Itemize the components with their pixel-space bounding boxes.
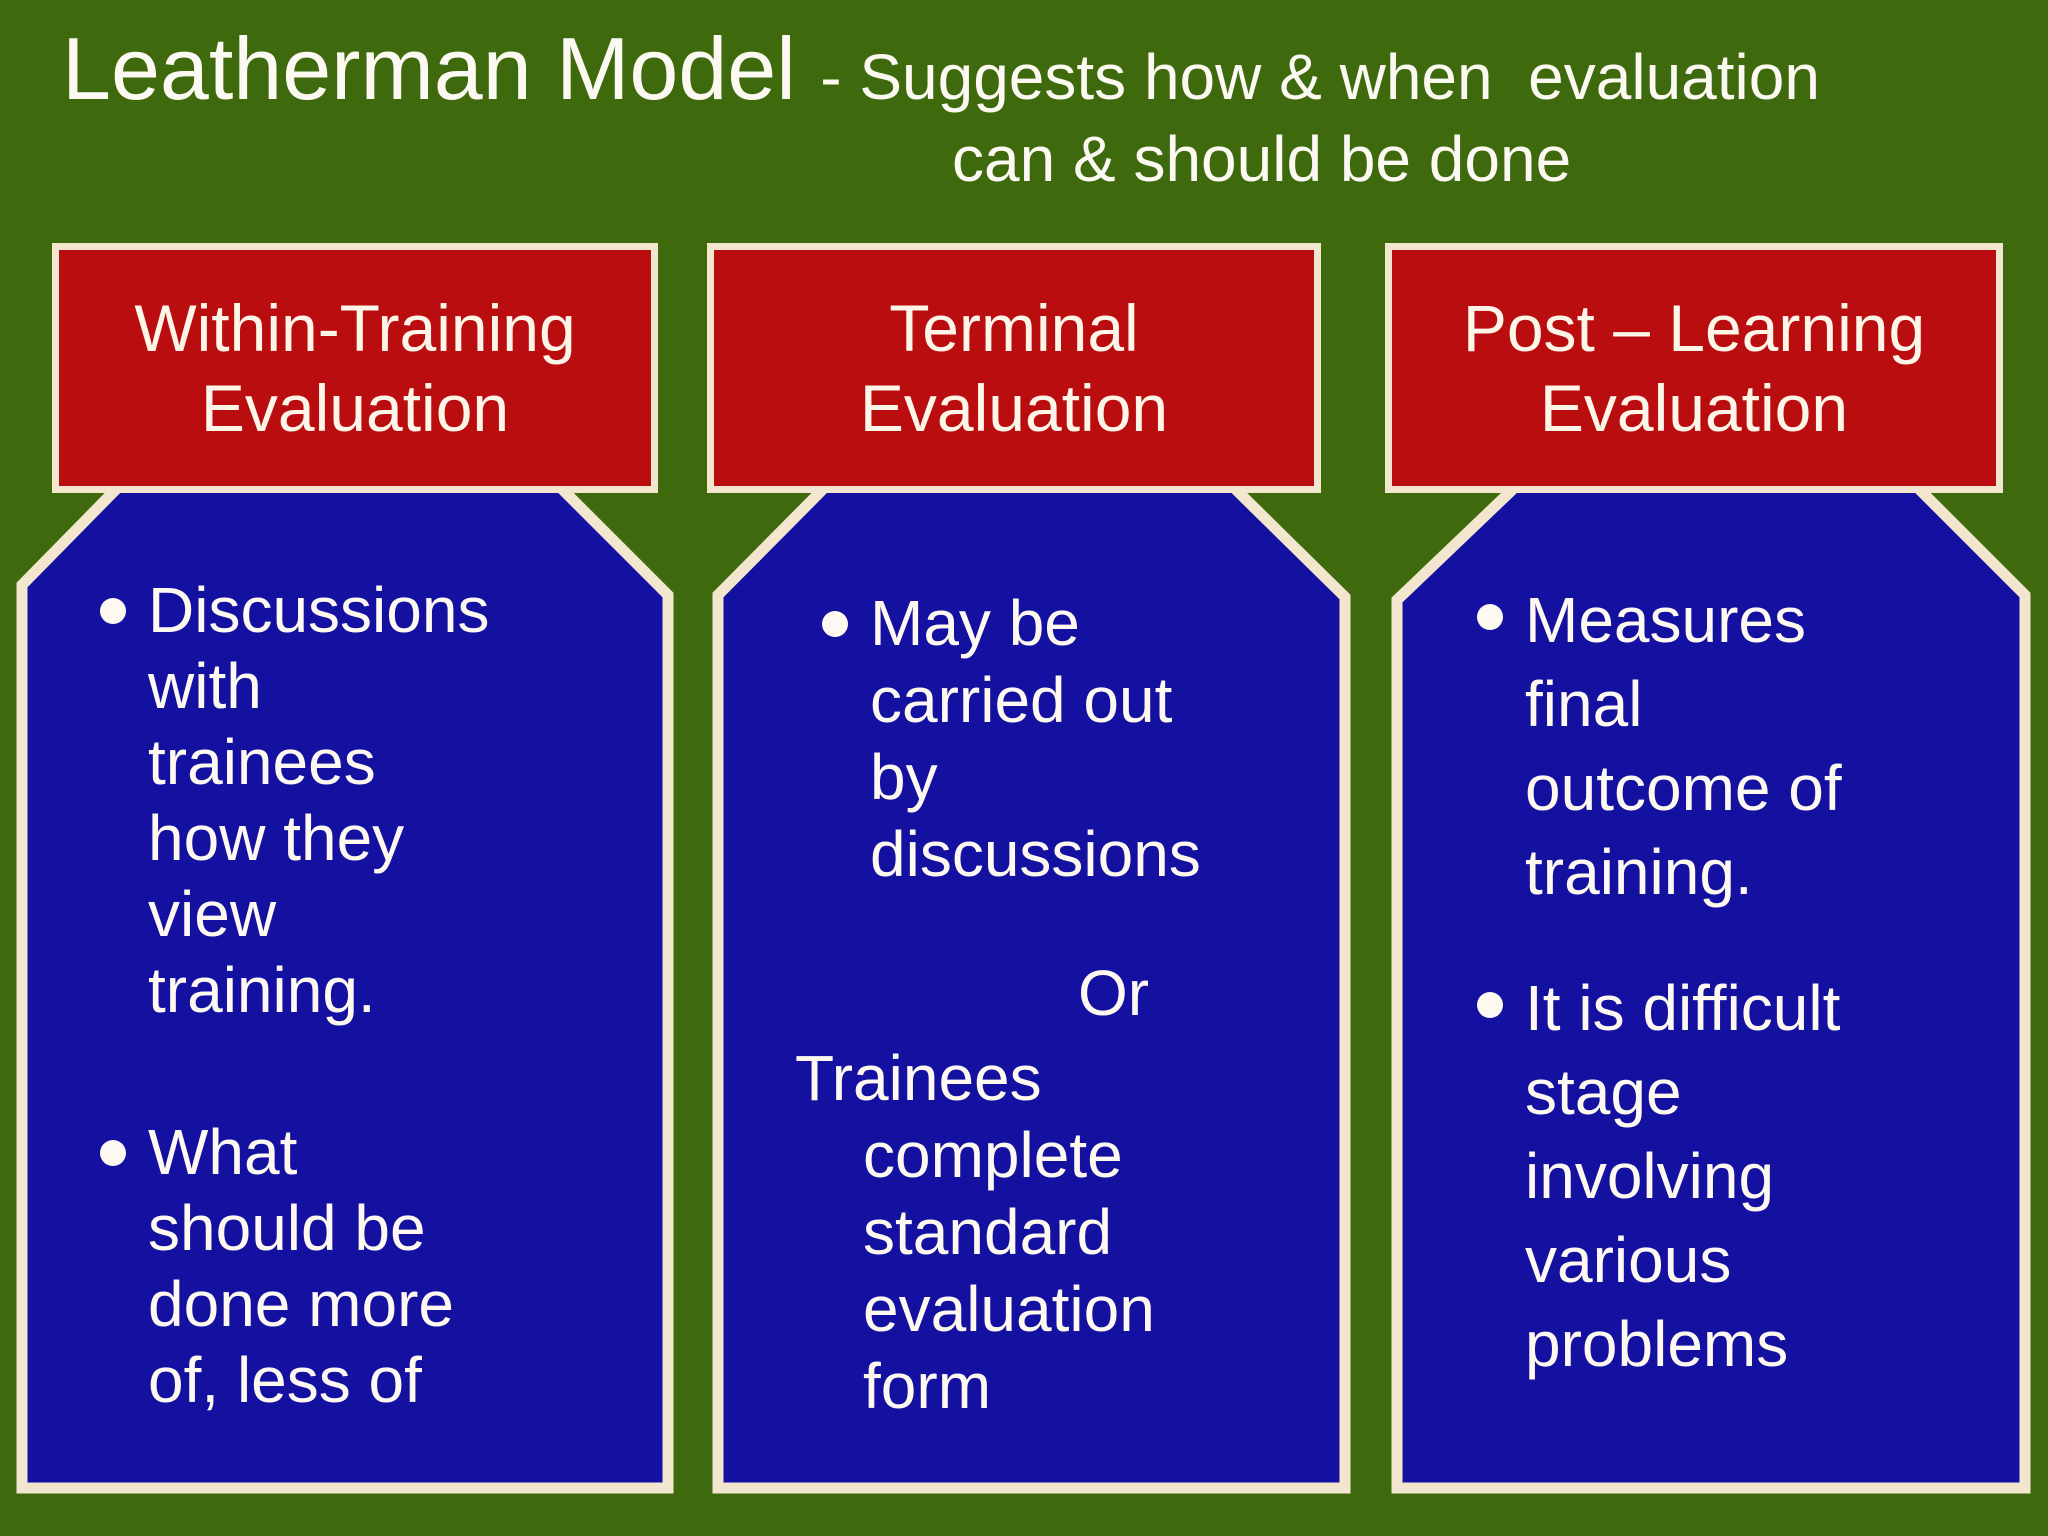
bullet-dot-icon — [100, 1140, 126, 1166]
title-main: Leatherman Model — [62, 19, 821, 118]
bullet-dot-icon — [1477, 604, 1503, 630]
bullet-item: It is difficult stage involving various … — [1477, 966, 2007, 1386]
bullet-text: Discussions with trainees how they view … — [148, 574, 490, 1026]
bullet-text: Measures final outcome of training. — [1525, 584, 1842, 908]
bullet-text: It is difficult stage involving various … — [1525, 972, 1841, 1380]
column-terminal-body: May be carried out by discussions Or Tra… — [795, 585, 1340, 1425]
hanging-paragraph: Trainees complete standard evaluation fo… — [795, 1042, 1155, 1422]
bullet-text: May be carried out by discussions — [870, 587, 1201, 890]
title-subtitle: - Suggests how & when evaluation — [820, 41, 1820, 113]
bullet-item: May be carried out by discussions — [795, 585, 1340, 893]
bullet-item: Measures final outcome of training. — [1477, 578, 2007, 914]
header-terminal-evaluation: Terminal Evaluation — [707, 243, 1321, 493]
page-title: Leatherman Model - Suggests how & when e… — [62, 14, 1820, 150]
bullet-dot-icon — [1477, 992, 1503, 1018]
column-within-training-body: Discussions with trainees how they view … — [100, 572, 660, 1418]
header-post-learning-evaluation: Post – Learning Evaluation — [1385, 243, 2003, 493]
bullet-item: Discussions with trainees how they view … — [100, 572, 660, 1028]
column-post-learning-body: Measures final outcome of training. It i… — [1477, 578, 2007, 1386]
bullet-text: What should be done more of, less of — [148, 1116, 454, 1416]
bullet-dot-icon — [100, 598, 126, 624]
header-within-training-evaluation: Within-Training Evaluation — [52, 243, 658, 493]
or-connector-text: Or — [1078, 957, 1150, 1029]
bullet-item: What should be done more of, less of — [100, 1114, 660, 1418]
bullet-dot-icon — [822, 611, 848, 637]
title-subtitle-line2: can & should be done — [952, 123, 1572, 195]
